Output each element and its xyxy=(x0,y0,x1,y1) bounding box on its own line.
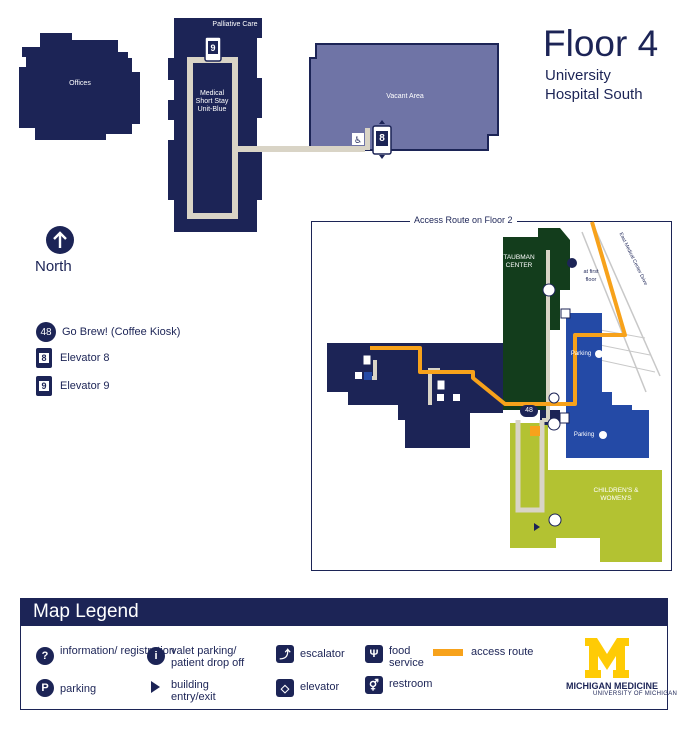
inset-elevator-icon-1 xyxy=(362,354,372,366)
elevator-8-key-icon: 8 xyxy=(36,348,52,368)
vacant-area-shape xyxy=(309,43,499,151)
vacant-area-label: Vacant Area xyxy=(386,93,424,100)
parking-structure-lower xyxy=(566,410,649,458)
access-route-swatch xyxy=(433,649,463,656)
restroom-icon: ⚥ xyxy=(365,676,383,694)
childrens-womens-building xyxy=(510,423,662,562)
building-entry-icon xyxy=(534,523,540,531)
restroom-icon-floor4 xyxy=(352,133,364,145)
inset-elevator-icon-2 xyxy=(436,379,446,391)
legend-food-label: food service xyxy=(389,645,424,669)
legend-parking-label: parking xyxy=(60,683,97,695)
inset-elevator-icon-4 xyxy=(559,412,570,424)
info-icon-taubman xyxy=(542,283,556,297)
coffee-kiosk-label: Go Brew! (Coffee Kiosk) xyxy=(62,326,181,338)
legend-info-label: information/ registration xyxy=(60,645,175,657)
msu-label: Medical Short Stay Unit-Blue xyxy=(195,90,229,113)
building-name-line2: Hospital South xyxy=(545,86,643,103)
michigan-block-m-logo xyxy=(585,638,629,678)
elevator-8-number: 8 xyxy=(379,133,385,144)
offices-label: Offices xyxy=(69,80,91,87)
valet-icon xyxy=(567,258,577,268)
offices-area xyxy=(19,33,140,140)
coffee-kiosk-key: 48 Go Brew! (Coffee Kiosk) xyxy=(36,322,180,342)
corridor-connector xyxy=(235,146,365,152)
map-legend-header xyxy=(20,598,668,626)
valet-marker-icon xyxy=(530,426,540,436)
north-arrow-icon xyxy=(46,226,74,254)
parking-icon-lower xyxy=(599,431,607,439)
access-route-path xyxy=(370,221,627,406)
legend-escalator-label: escalator xyxy=(300,648,345,660)
elevator-9-key-label: Elevator 9 xyxy=(60,380,110,392)
info-icon-south xyxy=(547,417,561,431)
building-name-line1: University xyxy=(545,67,611,84)
information-icon: ? xyxy=(36,647,54,665)
parking-icon: P xyxy=(36,679,54,697)
inset-restroom-icon-3 xyxy=(453,394,460,401)
parking-icon-upper xyxy=(595,350,603,358)
legend-elevator-label: elevator xyxy=(300,681,340,693)
taubman-center-building xyxy=(503,228,570,410)
inset-restroom-icon-2 xyxy=(437,394,444,401)
elevator-icon: ◇ xyxy=(276,679,294,697)
palliative-care-label: Palliative Care xyxy=(212,21,258,28)
at-first-floor-label: at first floor xyxy=(583,269,599,283)
brand-name: MICHIGAN MEDICINE xyxy=(566,681,658,691)
food-service-icon: Ψ xyxy=(365,645,383,663)
legend-valet-label: valet parking/ patient drop off xyxy=(171,645,245,669)
kiosk-48-label: 48 xyxy=(525,407,533,414)
map-legend-title: Map Legend xyxy=(33,601,139,622)
elevator-9-key-icon: 9 xyxy=(36,376,52,396)
building-entry-legend-icon xyxy=(151,681,160,693)
north-label: North xyxy=(35,258,72,275)
coffee-kiosk-badge: 48 xyxy=(36,322,56,342)
brand-subname: UNIVERSITY OF MICHIGAN xyxy=(593,691,678,697)
info-icon-childrens xyxy=(548,513,562,527)
elevator-8-key: 8 Elevator 8 xyxy=(36,348,110,368)
taubman-center-label: TAUBMAN CENTER xyxy=(503,254,535,269)
parking-label-upper: Parking xyxy=(570,351,592,357)
escalator-icon: ⤴ xyxy=(276,645,294,663)
inset-title: Access Route on Floor 2 xyxy=(410,215,517,225)
svg-text:♿: ♿ xyxy=(354,136,362,146)
inset-food-icon xyxy=(364,372,372,380)
legend-restroom-label: restroom xyxy=(389,678,433,690)
inset-restroom-icon-1 xyxy=(355,372,362,379)
elevator-9-key: 9 Elevator 9 xyxy=(36,376,110,396)
info-icon-parking xyxy=(548,392,560,404)
elevator-9-number: 9 xyxy=(210,43,216,53)
legend-route-label: access route xyxy=(471,646,534,658)
elevator-8-key-label: Elevator 8 xyxy=(60,352,110,364)
floor-title: Floor 4 xyxy=(543,23,659,64)
childrens-womens-label: CHILDREN'S & WOMEN'S xyxy=(593,487,639,502)
university-hospital-floor2 xyxy=(327,343,503,448)
legend-entry-label: building entry/exit xyxy=(171,679,216,703)
inset-elevator-icon-3 xyxy=(560,308,571,319)
kiosk-48-badge xyxy=(520,405,538,417)
valet-parking-icon: i xyxy=(147,647,165,665)
parking-label-lower: Parking xyxy=(573,432,595,438)
